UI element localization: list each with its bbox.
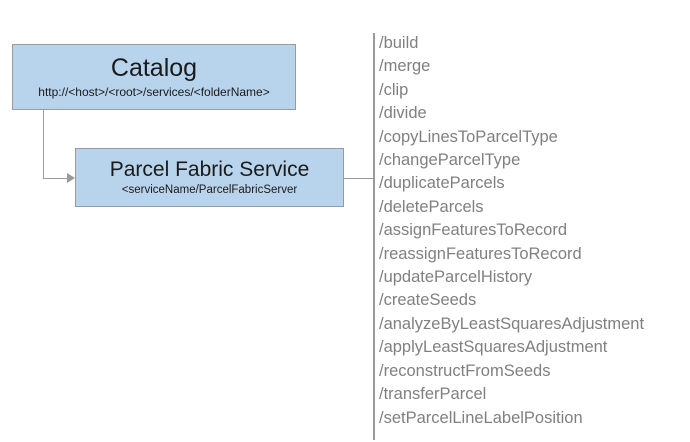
parcel-fabric-service-node: Parcel Fabric Service <serviceName/Parce…: [75, 148, 344, 207]
operation-item[interactable]: /applyLeastSquaresAdjustment: [379, 338, 608, 357]
operation-item[interactable]: /divide: [379, 104, 427, 123]
operations-divider: [373, 33, 375, 440]
operation-item[interactable]: /assignFeaturesToRecord: [379, 221, 568, 240]
catalog-node-title: Catalog: [110, 53, 198, 82]
operation-item[interactable]: /reconstructFromSeeds: [379, 361, 551, 380]
operation-item[interactable]: /changeParcelType: [379, 151, 521, 170]
operation-item[interactable]: /clip: [379, 80, 409, 99]
operation-item[interactable]: /build: [379, 34, 419, 52]
operation-item[interactable]: /merge: [379, 57, 431, 76]
catalog-node-url: http://<host>/<root>/services/<folderNam…: [38, 85, 270, 100]
operation-item[interactable]: /analyzeByLeastSquaresAdjustment: [379, 314, 645, 333]
operation-item[interactable]: /setParcelLineLabelPosition: [379, 408, 583, 427]
catalog-node: Catalog http://<host>/<root>/services/<f…: [12, 44, 296, 110]
connector-catalog-horizontal: [43, 178, 69, 179]
connector-service-to-operations: [344, 178, 373, 179]
service-node-path: <serviceName/ParcelFabricServer: [121, 183, 298, 196]
operation-item[interactable]: /reassignFeaturesToRecord: [379, 244, 582, 263]
operation-item[interactable]: /createSeeds: [379, 291, 477, 310]
operation-item[interactable]: /transferParcel: [379, 385, 487, 404]
operation-item[interactable]: /deleteParcels: [379, 197, 484, 216]
operation-item[interactable]: /duplicateParcels: [379, 174, 505, 193]
operation-item[interactable]: /copyLinesToParcelType: [379, 127, 558, 146]
arrow-right-icon: [67, 173, 75, 183]
operation-item[interactable]: /updateParcelHistory: [379, 268, 533, 287]
service-node-title: Parcel Fabric Service: [109, 157, 310, 181]
connector-catalog-vertical: [43, 110, 44, 179]
operations-list: /build/merge/clip/divide/copyLinesToParc…: [379, 32, 679, 430]
